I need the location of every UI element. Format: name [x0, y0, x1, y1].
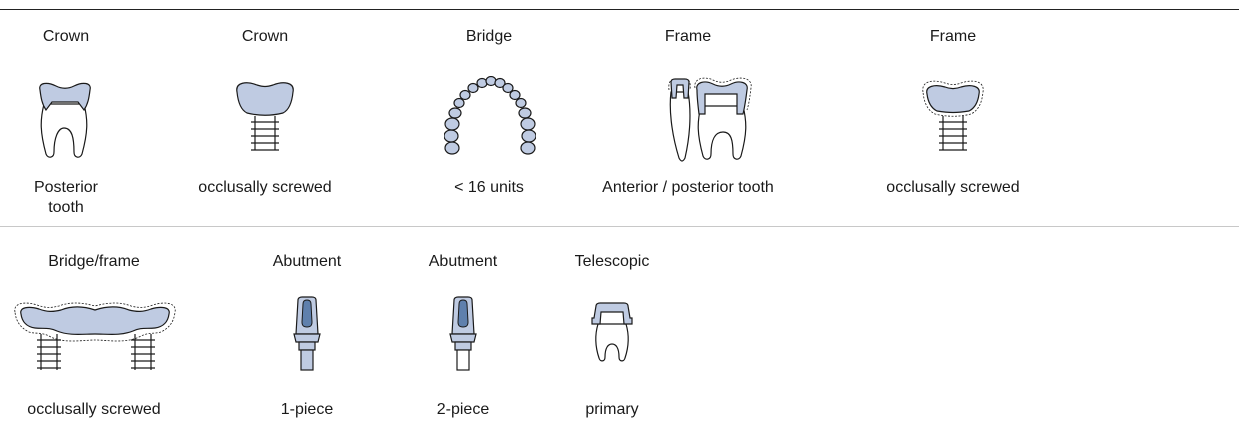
cell-caption: < 16 units — [399, 178, 579, 198]
cell-screwed-bridge-frame: Bridge/frame occlusally screwed — [4, 226, 184, 442]
cell-caption: Anterior / posterior tooth — [598, 178, 778, 198]
cell-title: Telescopic — [522, 252, 702, 272]
cell-caption: primary — [522, 400, 702, 420]
cell-caption: 1-piece — [217, 400, 397, 420]
cell-title: Abutment — [217, 252, 397, 272]
cell-telescopic-primary: Telescopic primary — [522, 226, 702, 442]
cell-one-piece-abutment: Abutment 1-piece — [217, 226, 397, 442]
cell-title: Frame — [863, 27, 1043, 47]
cell-title: Bridge — [399, 27, 579, 47]
cell-posterior-crown: Crown Posterior tooth — [0, 0, 156, 226]
screwed-crown-icon — [233, 80, 297, 160]
cell-screwed-frame: Frame occlusally screwed — [863, 0, 1043, 226]
cell-title: Bridge/frame — [4, 252, 184, 272]
cell-frame-teeth: Frame Anterior / posterior tooth — [598, 0, 778, 226]
frame-teeth-icon — [661, 76, 757, 162]
two-piece-abutment-icon — [448, 296, 478, 374]
telescopic-primary-icon — [590, 302, 634, 364]
cell-screwed-crown: Crown occlusally screwed — [175, 0, 355, 226]
cell-bridge: Bridge < 16 units — [399, 0, 579, 226]
posterior-crown-icon — [34, 80, 98, 160]
cell-caption: occlusally screwed — [175, 178, 355, 198]
dental-arch-bridge-icon — [444, 76, 536, 158]
cell-title: Crown — [175, 27, 355, 47]
cell-caption: occlusally screwed — [4, 400, 184, 420]
screwed-frame-icon — [919, 78, 987, 160]
cell-title: Frame — [598, 27, 778, 47]
screwed-bridge-frame-icon — [11, 300, 181, 380]
cell-caption: occlusally screwed — [863, 178, 1043, 198]
cell-caption: Posterior tooth — [21, 178, 111, 218]
cell-title: Crown — [0, 27, 156, 47]
one-piece-abutment-icon — [292, 296, 322, 374]
